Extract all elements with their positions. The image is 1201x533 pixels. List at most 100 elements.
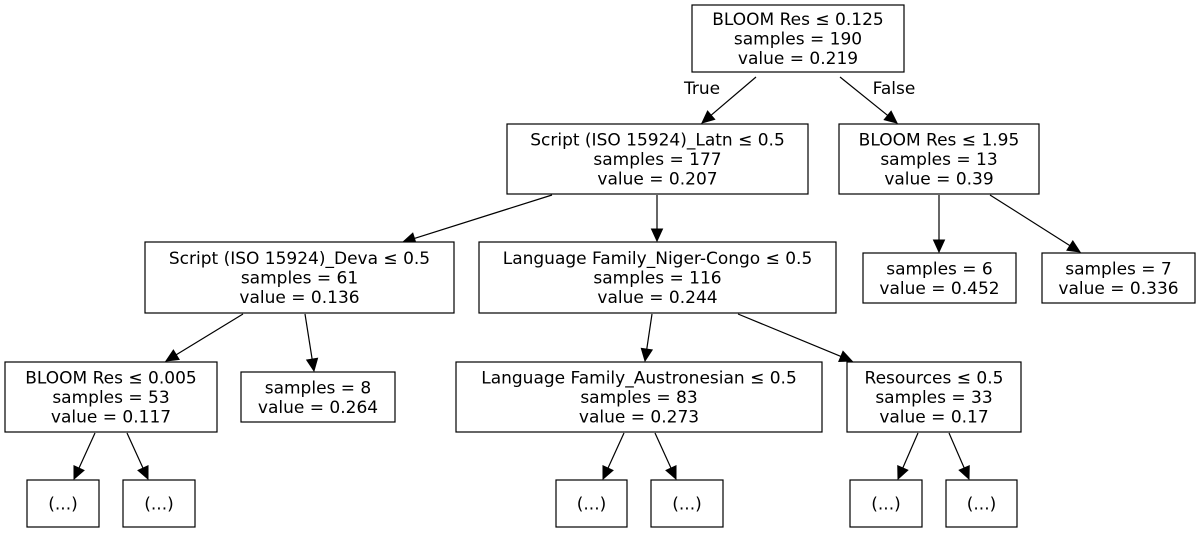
edge-n2-n5 bbox=[932, 195, 946, 254]
edge-n0-n1: True bbox=[683, 76, 757, 124]
node-text-line: value = 0.244 bbox=[597, 288, 717, 308]
node-text-line: (...) bbox=[48, 495, 77, 515]
arrowhead-icon bbox=[305, 357, 319, 373]
truncated-node: (...) bbox=[122, 479, 196, 528]
node-text-line: (...) bbox=[967, 495, 996, 515]
edge-n7-n12 bbox=[126, 432, 149, 481]
node-text-line: Resources ≤ 0.5 bbox=[865, 369, 1004, 389]
edge-label: True bbox=[683, 79, 720, 99]
node-text-line: value = 0.336 bbox=[1058, 279, 1178, 299]
node-text-line: value = 0.136 bbox=[239, 288, 359, 308]
arrowhead-icon bbox=[650, 228, 664, 243]
edge-n10-n15 bbox=[897, 432, 919, 481]
edge-n2-n6 bbox=[989, 194, 1082, 253]
edge-line bbox=[737, 313, 842, 357]
node-text-line: samples = 83 bbox=[580, 388, 697, 408]
node-text-line: (...) bbox=[144, 495, 173, 515]
arrowhead-icon bbox=[137, 465, 149, 481]
node-text-line: BLOOM Res ≤ 0.005 bbox=[25, 369, 196, 389]
edge-line bbox=[989, 194, 1071, 247]
node-text-line: samples = 7 bbox=[1065, 259, 1172, 279]
node-text-line: Language Family_Austronesian ≤ 0.5 bbox=[481, 369, 797, 389]
node-text-line: value = 0.117 bbox=[51, 408, 171, 428]
node-box bbox=[455, 361, 823, 433]
node-text-line: samples = 13 bbox=[880, 150, 997, 170]
edge-n4-n9 bbox=[640, 313, 654, 363]
arrowhead-icon bbox=[897, 465, 909, 481]
arrowhead-icon bbox=[932, 239, 946, 254]
arrowhead-icon bbox=[640, 347, 654, 363]
edge-n9-n14 bbox=[654, 432, 677, 481]
edge-line bbox=[175, 313, 244, 356]
node-text-line: samples = 190 bbox=[734, 30, 862, 50]
edge-n3-n8 bbox=[304, 313, 319, 373]
arrowhead-icon bbox=[73, 465, 85, 481]
node-text-line: samples = 53 bbox=[52, 388, 169, 408]
edge-label: False bbox=[873, 79, 916, 99]
edge-line bbox=[710, 76, 757, 116]
arrowhead-icon bbox=[164, 349, 180, 362]
truncated-node: (...) bbox=[849, 479, 923, 528]
node-text-line: value = 0.17 bbox=[879, 408, 988, 428]
node-box bbox=[555, 479, 628, 528]
node-box bbox=[849, 479, 923, 528]
edge-line bbox=[78, 432, 96, 469]
node-box bbox=[144, 241, 455, 314]
node-text-line: value = 0.452 bbox=[879, 279, 999, 299]
arrowhead-icon bbox=[883, 110, 898, 124]
edge-n0-n2: False bbox=[839, 76, 916, 124]
arrowhead-icon bbox=[838, 350, 854, 363]
node-text-line: value = 0.264 bbox=[258, 398, 378, 418]
node-text-line: value = 0.273 bbox=[579, 408, 699, 428]
edge-n4-n10 bbox=[737, 313, 854, 363]
node-box bbox=[26, 479, 100, 528]
node-text-line: samples = 33 bbox=[875, 388, 992, 408]
node-box bbox=[945, 479, 1018, 528]
tree-node: Language Family_Austronesian ≤ 0.5sample… bbox=[455, 361, 823, 433]
truncated-node: (...) bbox=[650, 479, 724, 528]
node-box bbox=[122, 479, 196, 528]
node-text-line: samples = 177 bbox=[593, 150, 721, 170]
node-text-line: BLOOM Res ≤ 0.125 bbox=[712, 10, 883, 30]
node-box bbox=[478, 241, 837, 314]
node-text-line: samples = 61 bbox=[241, 269, 358, 289]
node-text-line: samples = 6 bbox=[886, 259, 993, 279]
node-text-line: value = 0.219 bbox=[738, 49, 858, 69]
node-box bbox=[838, 123, 1040, 195]
edge-n3-n7 bbox=[164, 313, 244, 362]
node-text-line: Script (ISO 15924)_Latn ≤ 0.5 bbox=[530, 131, 785, 151]
edge-line bbox=[304, 313, 313, 360]
node-text-line: (...) bbox=[577, 495, 606, 515]
truncated-node: (...) bbox=[26, 479, 100, 528]
node-box bbox=[650, 479, 724, 528]
edge-line bbox=[839, 76, 889, 116]
edge-n10-n16 bbox=[948, 432, 970, 481]
arrowhead-icon bbox=[1066, 240, 1082, 253]
node-box bbox=[691, 4, 905, 73]
node-box bbox=[240, 371, 396, 423]
node-box bbox=[862, 252, 1017, 304]
edge-line bbox=[414, 194, 553, 239]
node-text-line: samples = 8 bbox=[265, 378, 372, 398]
edge-n1-n3 bbox=[401, 194, 553, 245]
node-box bbox=[506, 123, 809, 195]
edge-n1-n4 bbox=[650, 195, 664, 243]
edge-n9-n13 bbox=[602, 432, 625, 481]
node-box bbox=[846, 361, 1022, 433]
arrowhead-icon bbox=[665, 465, 677, 481]
edge-line bbox=[607, 432, 625, 469]
edge-line bbox=[646, 313, 653, 350]
arrowhead-icon bbox=[701, 110, 716, 124]
edge-line bbox=[654, 432, 672, 469]
node-text-line: BLOOM Res ≤ 1.95 bbox=[859, 131, 1020, 151]
node-text-line: samples = 116 bbox=[593, 269, 721, 289]
